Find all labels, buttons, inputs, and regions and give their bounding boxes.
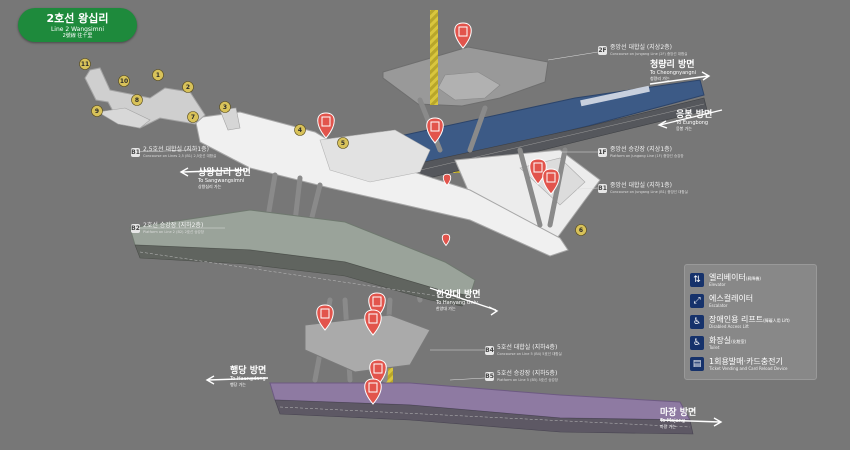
svg-text:8: 8 <box>135 97 139 104</box>
legend-elevator-ko-small: (昇降機) <box>746 276 761 281</box>
escalator-icon: ⤢ <box>690 294 704 308</box>
station-title-badge: 2호선 왕십리 Line 2 Wangsimni 2號線 往十里 <box>18 8 137 42</box>
exit-10-badge[interactable]: 10 <box>119 76 130 87</box>
direction-cheongnyangni: 청량리 방면 To Cheongnyangni 청량리 가는 <box>650 60 696 81</box>
level-code-b2: B2 <box>131 224 140 233</box>
legend-escalator-en: Escalator <box>709 303 727 308</box>
level-label-b5: 5호선 승강장 (지하5층)Platform on Line 5 (B5) 5호… <box>497 370 558 383</box>
exit-5-badge[interactable]: 5 <box>338 138 349 149</box>
station-subtitle-en: Line 2 Wangsimni <box>18 26 137 33</box>
legend-ticket-ko: 1회용발매·카드충전기 <box>709 357 783 366</box>
pin-marker[interactable] <box>442 234 449 245</box>
legend-toilet-en: Toilet <box>709 345 719 350</box>
level-label-b1-lines25: 2,5호선 대합실 (지하1층)Concourse on Lines 2,5 (… <box>143 146 216 159</box>
legend-toilet-ko-small: (化粧室) <box>731 339 746 344</box>
exit-4-badge[interactable]: 4 <box>295 125 306 136</box>
svg-text:6: 6 <box>579 227 583 234</box>
exit-8-badge[interactable]: 8 <box>132 95 143 106</box>
legend-escalator-ko: 에스컬레이터 <box>709 294 753 303</box>
level-label-b2: 2호선 승강장 (지하2층)Platform on Line 2 (B2) 2호… <box>143 222 204 235</box>
svg-text:3: 3 <box>223 104 227 111</box>
exit-9-badge[interactable]: 9 <box>92 106 103 117</box>
direction-eungbong: 응봉 방면 To Eungbong 응봉 가는 <box>676 110 712 131</box>
legend-elevator-ko: 엘리베이터 <box>709 273 746 282</box>
svg-text:11: 11 <box>81 61 89 68</box>
level-label-2f: 중앙선 대합실 (지상2층)Concourse on Jungang Line … <box>610 44 687 57</box>
pin-marker[interactable] <box>318 113 335 138</box>
elevator-icon: ⇅ <box>690 273 704 287</box>
exit-6-badge[interactable]: 6 <box>576 225 587 236</box>
legend-lift-ko: 장애인용 리프트 <box>709 315 763 324</box>
station-title: 2호선 왕십리 <box>18 8 137 26</box>
facility-legend: ⇅ 엘리베이터(昇降機) Elevator ⤢ 에스컬레이터 Escalator… <box>684 264 817 380</box>
level-code-b4: B4 <box>485 346 494 355</box>
direction-sangwangsimni: 상왕십리 방면 To Sangwangsimni 상왕십리 가는 <box>198 168 251 189</box>
exit-1-badge[interactable]: 1 <box>153 70 164 81</box>
svg-text:9: 9 <box>95 108 99 115</box>
direction-haengdang: 행당 방면 To Haengdang 행당 가는 <box>230 366 266 387</box>
exit-3-badge[interactable]: 3 <box>220 102 231 113</box>
level-code-2f: 2F <box>598 46 607 55</box>
pin-marker[interactable] <box>455 23 472 48</box>
level-code-b5: B5 <box>485 372 494 381</box>
legend-elevator-en: Elevator <box>709 282 726 287</box>
level-label-b1-jungang: 중앙선 대합실 (지하1층)Concourse on Jungang Line … <box>610 182 688 195</box>
legend-lift-en: Disabled Access Lift <box>709 324 749 329</box>
exit-2-badge[interactable]: 2 <box>183 82 194 93</box>
wheelchair-lift-icon: ♿ <box>690 315 704 329</box>
shaft-top <box>430 10 438 105</box>
level-label-b4: 5호선 대합실 (지하4층)Concourse on Line 5 (B4) 5… <box>497 344 562 357</box>
svg-text:10: 10 <box>120 78 128 85</box>
svg-text:5: 5 <box>341 140 345 147</box>
level-code-1f: 1F <box>598 148 607 157</box>
direction-majang: 마장 방면 To Majang 마장 가는 <box>660 408 696 429</box>
svg-text:7: 7 <box>191 114 195 121</box>
legend-toilet-ko: 화장실 <box>709 336 731 345</box>
exit-11-badge[interactable]: 11 <box>80 59 91 70</box>
ticket-machine-icon: ▤ <box>690 357 704 371</box>
station-subtitle-hanja: 2號線 往十里 <box>18 33 137 40</box>
direction-hanyang: 한양대 방면 To Hanyang Univ. 한양대 가는 <box>436 290 481 311</box>
exit-7-badge[interactable]: 7 <box>188 112 199 123</box>
svg-text:4: 4 <box>298 127 302 134</box>
legend-lift-ko-small: (障礙人用 Lift) <box>763 318 790 323</box>
legend-ticket-en: Ticket Vending and Card Reload Device <box>709 366 788 371</box>
toilet-icon: ♿ <box>690 336 704 350</box>
level-code-b1-jungang: B1 <box>598 184 607 193</box>
level-code-b1-lines25: B1 <box>131 148 140 157</box>
svg-text:2: 2 <box>186 84 190 91</box>
level-label-1f: 중앙선 승강장 (지상1층)Platform on Jungang Line (… <box>610 146 684 159</box>
svg-text:1: 1 <box>156 72 160 79</box>
